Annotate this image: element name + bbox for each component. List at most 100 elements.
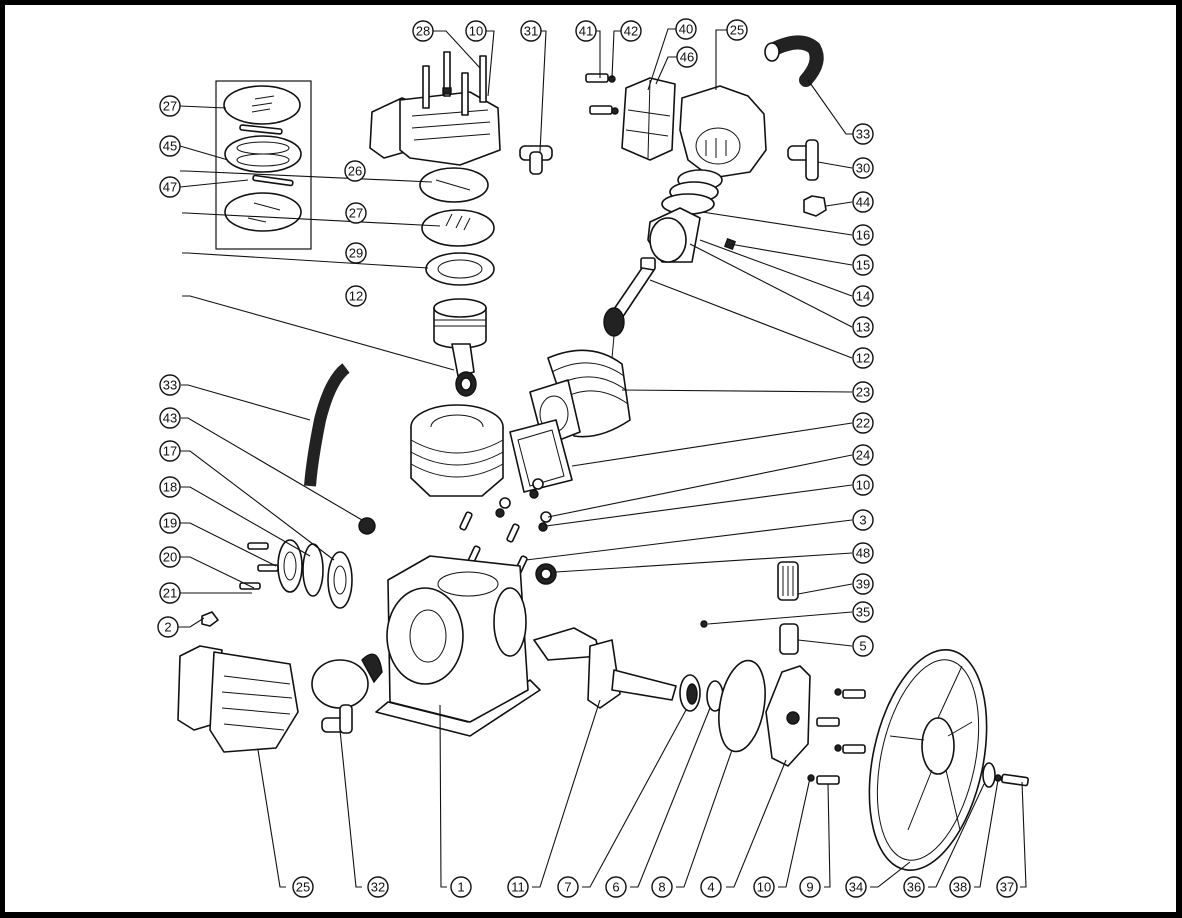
part-label-6: 6 (605, 876, 627, 898)
svg-text:15: 15 (856, 258, 870, 273)
part-label-43: 43 (159, 407, 181, 429)
part-label-24: 24 (852, 444, 874, 466)
svg-text:36: 36 (907, 880, 921, 895)
cylinder-left (410, 404, 504, 497)
part-label-14: 14 (852, 285, 874, 307)
bolt (842, 744, 866, 754)
part-labels: 28 10 31 41 42 40 46 25 33 30 44 16 15 1… (157, 18, 1018, 898)
valve-plate-27 (421, 209, 495, 247)
part-label-23: 23 (852, 381, 874, 403)
svg-text:23: 23 (856, 385, 870, 400)
part-label-12: 12 (852, 347, 874, 369)
valve-reed-top (239, 124, 283, 135)
part-label-40: 40 (675, 18, 697, 40)
part-label-18: 18 (159, 476, 181, 498)
svg-text:1: 1 (457, 880, 464, 895)
svg-text:11: 11 (511, 880, 525, 895)
svg-text:5: 5 (859, 639, 866, 654)
plug-43 (358, 517, 376, 535)
part-label-32: 32 (367, 876, 389, 898)
svg-text:19: 19 (163, 516, 177, 531)
svg-text:20: 20 (163, 550, 177, 565)
part-label-27: 27 (159, 95, 181, 117)
part-label-39: 39 (852, 573, 874, 595)
part-label-10: 10 (852, 474, 874, 496)
part-label-45: 45 (159, 135, 181, 157)
bearing-cover-left (277, 539, 353, 609)
valve-reed-bottom (252, 174, 294, 187)
svg-text:13: 13 (856, 320, 870, 335)
svg-text:35: 35 (856, 605, 870, 620)
filter-bolt (585, 73, 609, 83)
discharge-hose-33-top (765, 35, 824, 87)
svg-text:22: 22 (856, 416, 870, 431)
head-bolt (422, 65, 430, 109)
part-label-2: 2 (157, 616, 179, 638)
part-label-9: 9 (799, 876, 821, 898)
part-label-20: 20 (159, 546, 181, 568)
svg-text:30: 30 (856, 161, 870, 176)
part-label-22: 22 (852, 412, 874, 434)
svg-text:7: 7 (564, 880, 571, 895)
part-label-4: 4 (700, 876, 722, 898)
cylinder-head-right (679, 85, 767, 179)
cylinder-head-25-bottom (177, 645, 299, 753)
part-label-5: 5 (852, 635, 874, 657)
svg-text:44: 44 (856, 195, 870, 210)
part-label-11: 11 (507, 876, 529, 898)
part-label-10: 10 (465, 20, 487, 42)
svg-text:6: 6 (612, 880, 619, 895)
bolt (842, 689, 866, 699)
svg-text:46: 46 (680, 50, 694, 65)
part-label-33: 33 (159, 374, 181, 396)
filter-bolt (589, 105, 613, 115)
bolt-9 (816, 775, 840, 785)
gasket-8 (718, 659, 766, 753)
part-label-31: 31 (520, 20, 542, 42)
svg-text:43: 43 (163, 411, 177, 426)
svg-text:27: 27 (163, 99, 177, 114)
svg-text:48: 48 (856, 546, 870, 561)
fitting-30 (787, 139, 819, 181)
svg-text:21: 21 (163, 586, 177, 601)
svg-text:25: 25 (730, 23, 744, 38)
head-bolt (461, 72, 469, 116)
part-label-15: 15 (852, 254, 874, 276)
svg-text:3: 3 (859, 513, 866, 528)
plug-2 (201, 611, 219, 627)
part-label-26: 26 (344, 160, 366, 182)
svg-text:33: 33 (856, 127, 870, 142)
cylinder-head-left (369, 51, 501, 166)
valve-gasket-29 (425, 252, 495, 286)
part-label-10: 10 (753, 876, 775, 898)
part-label-27: 27 (345, 202, 367, 224)
bolt (816, 717, 840, 727)
crankshaft-11 (533, 627, 677, 709)
svg-text:14: 14 (856, 289, 870, 304)
valve-plate-bottom (224, 192, 302, 232)
part-label-30: 30 (852, 157, 874, 179)
part-label-7: 7 (557, 876, 579, 898)
bolt-37 (1001, 773, 1029, 787)
svg-text:41: 41 (579, 24, 593, 39)
svg-text:9: 9 (806, 880, 813, 895)
svg-text:40: 40 (679, 22, 693, 37)
connecting-rod-right (603, 257, 656, 359)
part-label-16: 16 (852, 224, 874, 246)
flywheel-34 (868, 649, 988, 871)
svg-text:29: 29 (349, 246, 363, 261)
head-bolt (479, 55, 487, 103)
part-label-25: 25 (726, 19, 748, 41)
part-label-8: 8 (651, 876, 673, 898)
svg-text:2: 2 (164, 620, 171, 635)
head-bolt (443, 51, 451, 97)
part-label-34: 34 (845, 876, 867, 898)
svg-text:42: 42 (624, 24, 638, 39)
screw-19 (247, 542, 269, 550)
intake-filter-40 (621, 77, 676, 161)
part-label-29: 29 (345, 242, 367, 264)
part-label-35: 35 (852, 601, 874, 623)
cylinder-right (529, 349, 631, 447)
piston-cap (311, 659, 369, 709)
svg-text:39: 39 (856, 577, 870, 592)
